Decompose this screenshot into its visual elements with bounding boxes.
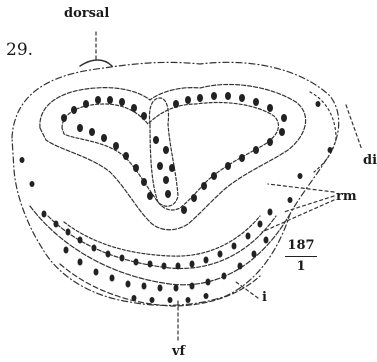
dorsal-notch — [80, 60, 112, 66]
fold-outline-outer — [40, 84, 306, 229]
leader-rm-3 — [262, 200, 334, 232]
leader-di — [346, 105, 362, 150]
di-structure — [310, 92, 336, 172]
ventral-band-outer — [30, 206, 290, 285]
leader-rm-1 — [268, 184, 334, 192]
nuclei-group — [20, 92, 333, 303]
